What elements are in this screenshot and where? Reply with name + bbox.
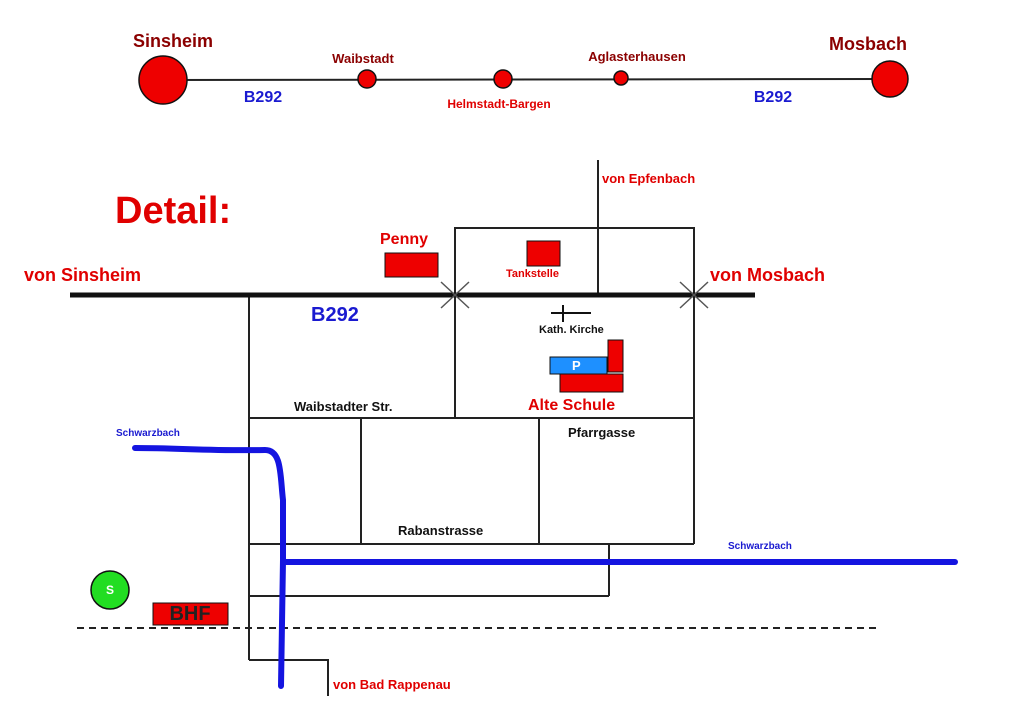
label-creek-east: Schwarzbach (728, 541, 792, 552)
town-aglasterhausen-marker (613, 70, 629, 86)
route-line (162, 78, 891, 81)
label-station: BHF (169, 603, 211, 625)
creek-schwarzbach-west (132, 445, 286, 689)
label-creek-west: Schwarzbach (116, 428, 180, 439)
label-helmstadt-bargen: Helmstadt-Bargen (447, 97, 551, 111)
penny-building (384, 252, 439, 278)
town-helmstadt-marker (493, 69, 513, 89)
label-sinsheim: Sinsheim (132, 31, 214, 51)
town-sinsheim-marker (138, 55, 188, 105)
town-waibstadt-marker (357, 69, 377, 89)
label-main-road-b292: B292 (311, 304, 359, 326)
label-from-sinsheim: von Sinsheim (24, 265, 142, 285)
label-waibstadt: Waibstadt (332, 51, 394, 66)
label-from-bad-rappenau: von Bad Rappenau (333, 677, 451, 692)
junction-markers (440, 281, 709, 309)
alte-schule-wing (607, 339, 624, 373)
label-mosbach: Mosbach (828, 34, 908, 54)
gas-station-building (526, 240, 561, 267)
label-sbahn: S (105, 583, 115, 597)
town-mosbach-marker (871, 60, 909, 98)
label-rabanstrasse: Rabanstrasse (398, 523, 484, 538)
label-from-epfenbach: von Epfenbach (602, 171, 696, 186)
label-waibstadter-str: Waibstadter Str. (294, 399, 393, 414)
detail-heading: Detail: (115, 190, 232, 232)
label-gas-station: Tankstelle (506, 268, 559, 280)
church-cross-icon (551, 305, 591, 322)
label-penny: Penny (380, 231, 429, 248)
label-church: Kath. Kirche (539, 324, 604, 336)
label-pfarrgasse: Pfarrgasse (568, 425, 636, 440)
label-aglasterhausen: Aglasterhausen (588, 49, 686, 64)
label-road-b292-left: B292 (243, 89, 283, 106)
street-grid (248, 160, 695, 696)
label-from-mosbach: von Mosbach (710, 265, 826, 285)
alte-schule-building (559, 373, 624, 393)
label-parking: P (572, 358, 581, 373)
label-alte-schule: Alte Schule (528, 397, 616, 414)
label-road-b292-right: B292 (753, 89, 793, 106)
sbahn-icon (90, 570, 130, 610)
station-building (152, 602, 229, 626)
